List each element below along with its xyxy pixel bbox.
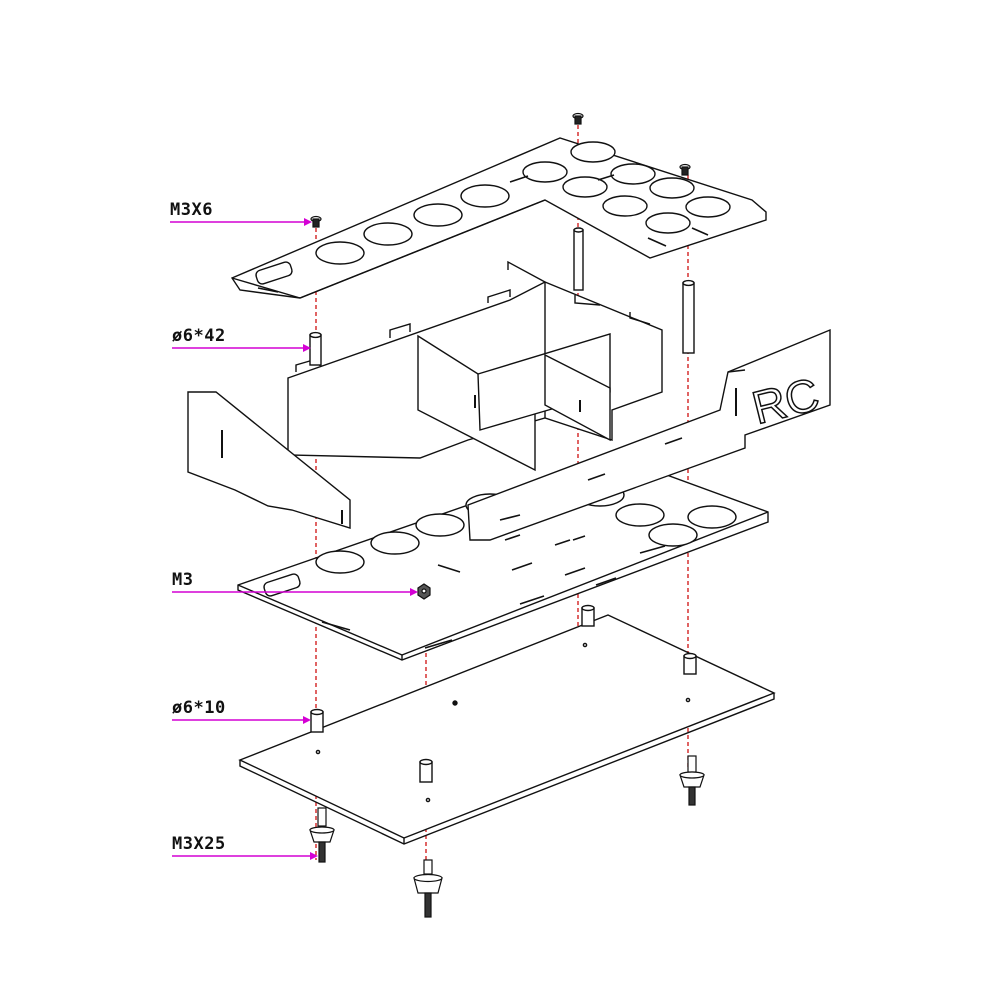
rubber-feet	[309, 755, 705, 918]
standoff-icon	[309, 331, 322, 366]
standoff-icon	[682, 279, 695, 354]
standoff-icon	[581, 604, 595, 627]
top-plate	[230, 137, 767, 299]
base-plate	[238, 614, 776, 845]
nut-icon	[417, 583, 431, 600]
short-standoffs	[310, 604, 697, 783]
top-screws	[310, 112, 691, 228]
standoff-icon	[419, 758, 433, 783]
standoff-icon	[310, 708, 324, 733]
rubber-foot-icon	[413, 859, 443, 918]
standoff-icon	[573, 227, 584, 291]
callout-m3x25: M3X25	[172, 834, 226, 854]
rubber-foot-icon	[679, 755, 705, 806]
callout-standoff-6x42: ø6*42	[172, 326, 226, 346]
divider-walls: RC	[187, 260, 831, 541]
screw-icon	[572, 112, 584, 125]
standoff-icon	[683, 652, 697, 675]
long-standoffs	[309, 227, 695, 366]
callout-m3-nut: M3	[172, 570, 194, 590]
screw-icon	[310, 215, 322, 228]
callout-standoff-6x10: ø6*10	[172, 698, 226, 718]
callout-leaders	[170, 218, 418, 860]
callout-m3x6: M3X6	[170, 200, 213, 220]
rubber-foot-icon	[309, 807, 335, 863]
screw-icon	[679, 163, 691, 176]
